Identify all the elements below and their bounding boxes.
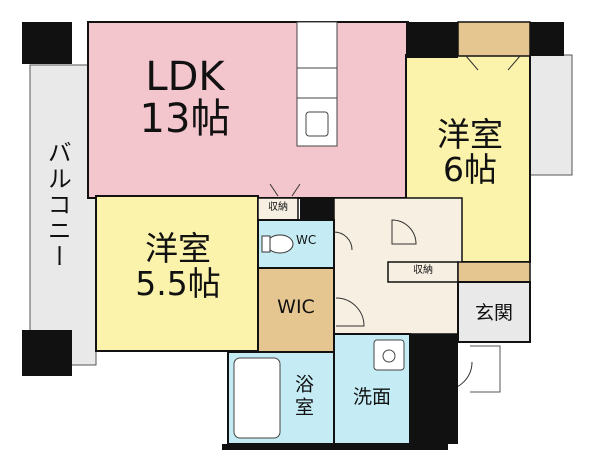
balcony-right-strip xyxy=(529,54,573,176)
closet-top-right xyxy=(457,21,531,57)
wc-label: WC xyxy=(296,233,317,247)
bath-text: 浴室 xyxy=(291,374,314,420)
kitchen-sink xyxy=(305,111,329,137)
wic-label: WIC xyxy=(277,296,315,318)
ldk-label: LDK 13帖 xyxy=(130,56,240,140)
western-5-5-name: 洋室 xyxy=(145,229,211,268)
western-5-5-size: 5.5帖 xyxy=(135,263,221,303)
entrance-label: 玄関 xyxy=(474,302,513,324)
wic-room xyxy=(257,267,335,353)
storage-right-label: 収納 xyxy=(413,265,433,276)
balcony-left xyxy=(29,64,97,366)
ldk-name: LDK xyxy=(145,54,225,100)
western-6-size: 6帖 xyxy=(443,149,497,189)
entrance xyxy=(457,281,531,343)
balcony-label: バルコニー xyxy=(43,140,72,270)
bathtub xyxy=(233,357,281,439)
ldk-size: 13帖 xyxy=(139,96,231,142)
western-6-label: 洋室 6帖 xyxy=(420,115,520,189)
western-5-5-label: 洋室 5.5帖 xyxy=(118,229,238,303)
western-6-name: 洋室 xyxy=(437,115,503,154)
ldk-room xyxy=(87,21,409,199)
structural-columns xyxy=(22,22,564,450)
storage-top-label: 収納 xyxy=(268,202,288,213)
bath-label: 浴室 xyxy=(292,374,322,420)
toilet-icon xyxy=(266,234,294,254)
washroom-label: 洗面 xyxy=(352,386,391,408)
entrance-shelf xyxy=(457,261,531,283)
